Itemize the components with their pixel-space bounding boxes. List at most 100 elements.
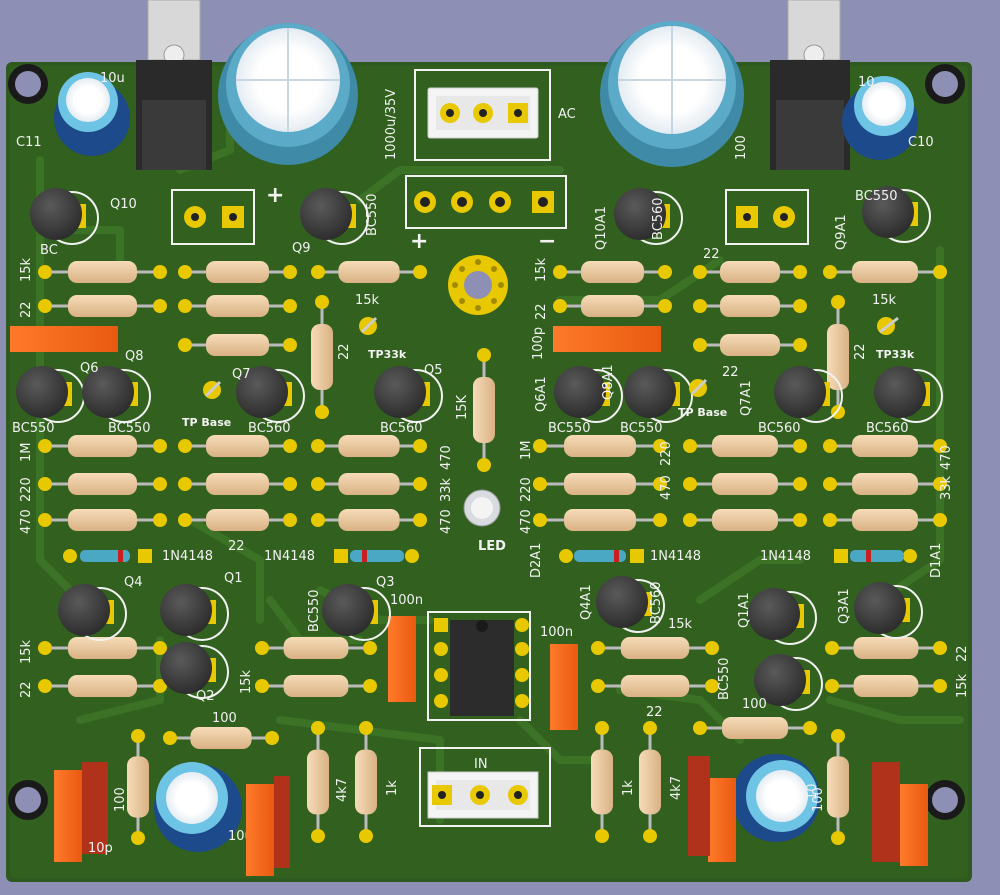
transistor-8 bbox=[374, 366, 443, 423]
jumper-headers bbox=[171, 189, 809, 245]
r15k-brr: 15k bbox=[955, 673, 970, 698]
resistor-48 bbox=[639, 721, 661, 843]
cap-100n-right: 100n bbox=[540, 625, 573, 640]
r1k-r: 1k bbox=[621, 780, 636, 796]
resistor-2 bbox=[178, 261, 297, 283]
resistor-30 bbox=[823, 473, 947, 495]
power-connector: + − bbox=[405, 175, 567, 254]
transistor-3 bbox=[614, 188, 683, 245]
transistor-18 bbox=[748, 588, 817, 645]
r22-row: 22 bbox=[228, 539, 245, 554]
cap-10p-label: 10p bbox=[88, 841, 113, 856]
transistor-14 bbox=[160, 584, 229, 641]
bc560-c: BC560 bbox=[758, 421, 801, 436]
q2a1-type: BC550 bbox=[717, 657, 732, 700]
bc550-b: BC550 bbox=[108, 421, 151, 436]
r4k7-r: 4k7 bbox=[669, 776, 684, 800]
q7a1-label: Q7A1 bbox=[739, 380, 754, 416]
cap-c11: C11 10u bbox=[16, 71, 130, 156]
r100-r: 100 bbox=[742, 697, 767, 712]
r33k-c: 33k bbox=[439, 477, 454, 502]
resistor-20 bbox=[178, 473, 297, 495]
r100-vr: 100 bbox=[811, 787, 826, 812]
r4k7-l: 4k7 bbox=[335, 778, 350, 802]
r470-c: 470 bbox=[439, 445, 454, 470]
resistor-39 bbox=[591, 675, 719, 697]
resistor-8 bbox=[693, 261, 807, 283]
bc550-c: BC550 bbox=[548, 421, 591, 436]
transistors bbox=[16, 186, 943, 711]
bc560-d: BC560 bbox=[866, 421, 909, 436]
transistor-19 bbox=[754, 654, 823, 711]
mounting-holes bbox=[8, 64, 965, 820]
center-mount-pad bbox=[448, 255, 508, 315]
q2-label: Q2 bbox=[196, 689, 215, 704]
film-caps: 100n 100n 100p 10p bbox=[10, 326, 928, 876]
c11-value: 10u bbox=[100, 71, 125, 86]
r33k-rr: 33k bbox=[939, 475, 954, 500]
resistor-43 bbox=[693, 717, 817, 739]
resistor-31 bbox=[533, 509, 667, 531]
resistor-26 bbox=[683, 435, 807, 457]
q3-label: Q3 bbox=[376, 575, 395, 590]
diode-far-right bbox=[834, 549, 917, 563]
transistor-11 bbox=[774, 366, 843, 423]
resistor-40 bbox=[825, 637, 947, 659]
diode-rr-label: 1N4148 bbox=[760, 549, 811, 564]
resistor-21 bbox=[311, 473, 427, 495]
q3a1-label: Q3A1 bbox=[837, 588, 852, 624]
resistor-10 bbox=[553, 295, 672, 317]
r22-br: 22 bbox=[646, 705, 663, 720]
r1m-r: 1M bbox=[519, 441, 534, 461]
r15k-r: 15k bbox=[534, 257, 549, 282]
cap-100n-left: 100n bbox=[390, 593, 423, 608]
transistor-12 bbox=[874, 366, 943, 423]
r15k-bl: 15k bbox=[19, 639, 34, 664]
r15k-l: 15k bbox=[19, 257, 34, 282]
r22-vc: 22 bbox=[337, 343, 352, 360]
r1k-l: 1k bbox=[385, 780, 400, 796]
resistor-27 bbox=[823, 435, 947, 457]
cap-br-value: 10 bbox=[805, 783, 820, 800]
r1m-l: 1M bbox=[19, 443, 34, 463]
d2a1-label: D2A1 bbox=[529, 543, 544, 578]
r22-bl: 22 bbox=[19, 681, 34, 698]
q9-label: Q9 bbox=[292, 241, 311, 256]
cap-bottom-left: 10u bbox=[154, 762, 253, 852]
q6-label: Q6 bbox=[80, 361, 99, 376]
transistor-10 bbox=[624, 366, 693, 423]
q4a1-type: BC560 bbox=[649, 581, 664, 624]
tp33k-left: TP33k bbox=[368, 348, 407, 361]
resistor-19 bbox=[38, 473, 167, 495]
resistor-28 bbox=[533, 473, 667, 495]
q9-type: BC550 bbox=[365, 193, 380, 236]
bc550-q3: BC550 bbox=[307, 589, 322, 632]
r22-l: 22 bbox=[19, 301, 34, 318]
r22-top-r: 22 bbox=[703, 247, 720, 262]
q7-label: Q7 bbox=[232, 367, 251, 382]
r15k-mid: 15K bbox=[455, 394, 470, 420]
led-label: LED bbox=[478, 539, 506, 554]
resistor-4 bbox=[38, 295, 167, 317]
r100-v: 100 bbox=[113, 787, 128, 812]
resistor-13 bbox=[311, 295, 333, 419]
in-connector: IN bbox=[419, 747, 551, 827]
r22-r: 22 bbox=[534, 303, 549, 320]
resistor-12 bbox=[693, 334, 807, 356]
cap-100p-label: 100p bbox=[531, 327, 546, 360]
q1-label: Q1 bbox=[224, 571, 243, 586]
r220-l: 220 bbox=[19, 477, 34, 502]
q9a1-label: Q9A1 bbox=[834, 214, 849, 250]
resistor-46 bbox=[355, 721, 377, 843]
resistor-38 bbox=[591, 637, 719, 659]
resistor-41 bbox=[825, 675, 947, 697]
transistor-6 bbox=[82, 366, 151, 423]
resistor-7 bbox=[553, 261, 672, 283]
ac-connector: AC bbox=[414, 69, 576, 161]
c10-value: 10 bbox=[858, 75, 875, 90]
diodes bbox=[63, 549, 917, 563]
big-cap-right: 100 bbox=[600, 21, 749, 167]
transistor-15 bbox=[160, 642, 229, 699]
